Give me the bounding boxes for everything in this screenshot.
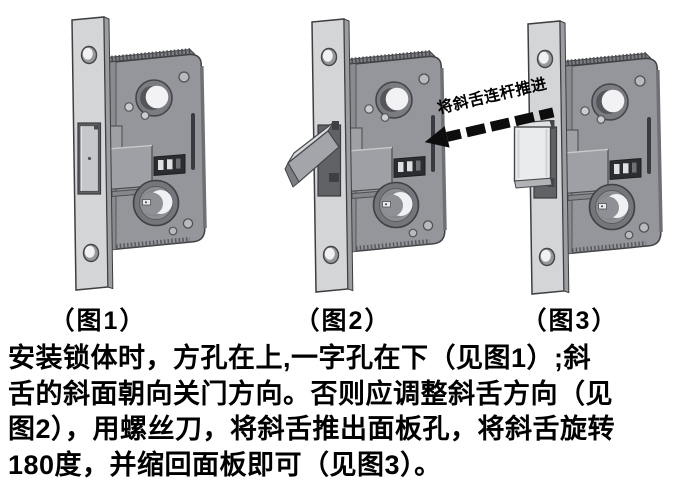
latch-bolt-beveled-extended bbox=[284, 121, 340, 188]
latch-bolt-retracted bbox=[79, 124, 100, 193]
instruction-line-3: 图2），用螺丝刀，将斜舌推出面板孔，将斜舌旋转 bbox=[8, 414, 616, 444]
installation-instructions: 安装锁体时，方孔在上,一字孔在下（见图1）;斜 舌的斜面朝向关门方向。否则应调整… bbox=[8, 341, 698, 483]
instruction-line-4: 180度，并缩回面板即可（见图3）。 bbox=[8, 449, 442, 480]
figure-2-lock-illustration bbox=[284, 12, 457, 302]
push-arrow-icon bbox=[424, 107, 555, 148]
instruction-line-1: 安装锁体时，方孔在上,一字孔在下（见图1）;斜 bbox=[8, 343, 592, 373]
instruction-line-2: 舌的斜面朝向关门方向。否则应调整斜舌方向（见 bbox=[8, 378, 613, 409]
figure-1-caption: （图1） bbox=[49, 307, 147, 335]
figure-3-caption: （图3） bbox=[521, 307, 619, 335]
figure-2-caption: （图2） bbox=[294, 307, 392, 335]
figure-3-lock-illustration bbox=[513, 14, 673, 304]
figure-1-lock-illustration bbox=[42, 10, 217, 300]
latch-bolt-flat-extended bbox=[513, 119, 555, 189]
